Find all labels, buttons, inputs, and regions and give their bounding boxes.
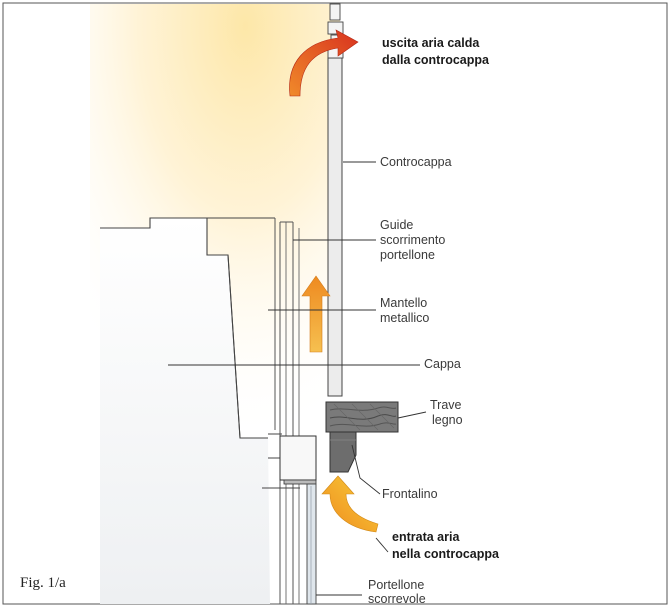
label-trave-2: legno <box>432 413 463 427</box>
label-guide-2: scorrimento <box>380 233 446 247</box>
label-guide-3: portellone <box>380 248 435 262</box>
orange-up-arrow-icon <box>301 275 331 353</box>
frontalino <box>329 431 357 473</box>
label-mantello-1: Mantello <box>380 296 428 310</box>
cappa-body <box>100 217 275 604</box>
label-air-in-1: entrata aria <box>392 530 460 544</box>
controcappa-panel <box>327 3 344 397</box>
label-trave-1: Trave <box>430 398 462 412</box>
label-frontalino: Frontalino <box>382 487 438 501</box>
label-cappa: Cappa <box>424 357 461 371</box>
label-guide-1: Guide <box>380 218 414 232</box>
trave-legno <box>325 401 399 433</box>
red-curved-arrow-icon <box>289 29 359 97</box>
label-portellone-1: Portellone <box>368 578 425 592</box>
label-hot-air-out-1: uscita aria calda <box>382 36 480 50</box>
leader-lines <box>168 161 427 596</box>
label-controcappa: Controcappa <box>380 155 452 169</box>
yellow-curved-arrow-icon <box>321 475 379 533</box>
label-mantello-2: metallico <box>380 311 430 325</box>
label-air-in-2: nella controcappa <box>392 547 499 561</box>
mantello-metallico <box>262 218 317 604</box>
label-portellone-2: scorrevole <box>368 592 426 606</box>
figure-caption: Fig. 1/a <box>20 575 66 591</box>
portellone-scorrevole <box>306 483 317 605</box>
label-hot-air-out-2: dalla controcappa <box>382 53 489 67</box>
